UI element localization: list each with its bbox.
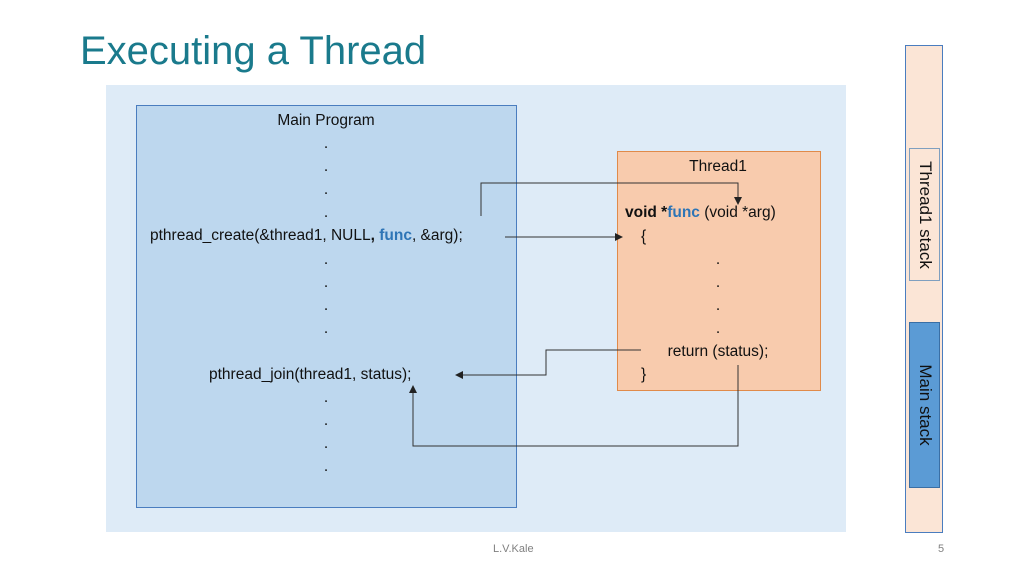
ellipsis-dot: . bbox=[323, 435, 329, 452]
page-number: 5 bbox=[938, 543, 945, 555]
func-name: func bbox=[667, 204, 700, 221]
ellipsis-dot: . bbox=[323, 251, 329, 268]
open-brace: { bbox=[641, 228, 647, 245]
ellipsis-dot: . bbox=[323, 158, 329, 175]
thread1-stack-label: Thread1 stack bbox=[915, 160, 935, 269]
func-signature: void *func (void *arg) bbox=[625, 203, 776, 223]
return-statement: return (status); bbox=[667, 343, 769, 360]
ellipsis-dot: . bbox=[715, 251, 721, 268]
close-brace: } bbox=[641, 366, 647, 383]
thread1-stack: Thread1 stack bbox=[909, 148, 940, 281]
void-pointer-keyword: void * bbox=[625, 204, 668, 221]
ellipsis-dot: . bbox=[323, 135, 329, 152]
ellipsis-dot: . bbox=[323, 412, 329, 429]
footer-author: L.V.Kale bbox=[493, 543, 534, 555]
func-params: (void *arg) bbox=[699, 204, 776, 221]
create-call-suffix: , &arg); bbox=[411, 227, 463, 244]
ellipsis-dot: . bbox=[323, 320, 329, 337]
ellipsis-dot: . bbox=[715, 297, 721, 314]
ellipsis-dot: . bbox=[715, 274, 721, 291]
create-call-prefix: pthread_create(&thread1, NULL bbox=[150, 227, 371, 244]
slide-title: Executing a Thread bbox=[80, 29, 427, 73]
pthread-join-call: pthread_join(thread1, status); bbox=[209, 366, 412, 383]
func-arg-keyword: func bbox=[379, 227, 412, 244]
ellipsis-dot: . bbox=[323, 274, 329, 291]
ellipsis-dot: . bbox=[323, 204, 329, 221]
pthread-create-call: pthread_create(&thread1, NULL, func, &ar… bbox=[150, 226, 463, 246]
main-program-heading: Main Program bbox=[277, 112, 375, 129]
main-stack-label: Main stack bbox=[915, 364, 935, 446]
thread1-heading: Thread1 bbox=[689, 158, 747, 175]
create-call-separator: , bbox=[370, 227, 380, 244]
main-stack: Main stack bbox=[909, 322, 940, 488]
ellipsis-dot: . bbox=[323, 458, 329, 475]
ellipsis-dot: . bbox=[323, 297, 329, 314]
ellipsis-dot: . bbox=[715, 320, 721, 337]
ellipsis-dot: . bbox=[323, 389, 329, 406]
ellipsis-dot: . bbox=[323, 181, 329, 198]
